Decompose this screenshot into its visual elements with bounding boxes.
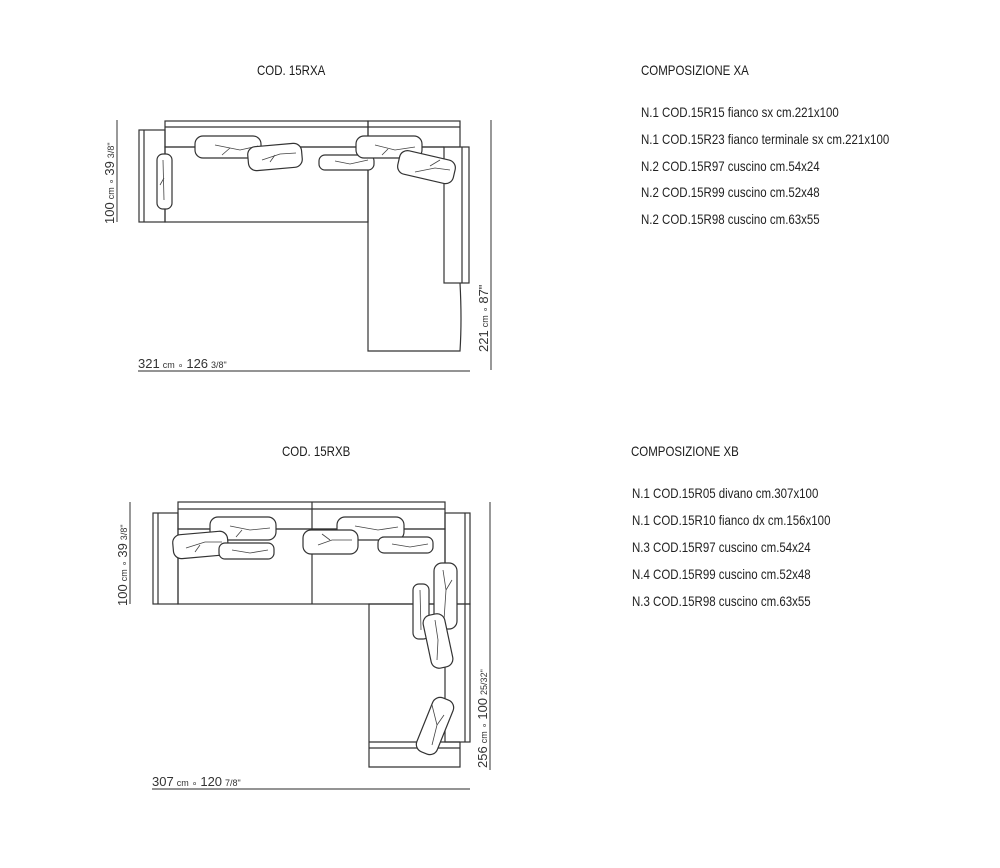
list-item: N.1 COD.15R15 fianco sx cm.221x100: [641, 104, 839, 120]
list-item: N.1 COD.15R05 divano cm.307x100: [632, 485, 819, 501]
composition-title-a: COMPOSIZIONE XA: [641, 62, 749, 78]
depth-dimension-b: 100cm∘393/8": [115, 524, 130, 606]
code-title-a: COD. 15RXA: [257, 62, 326, 78]
length-dimension-a: 221cm∘87": [476, 284, 491, 352]
length-dimension-b: 256cm∘10025/32": [475, 669, 490, 768]
list-item: N.3 COD.15R97 cuscino cm.54x24: [632, 539, 811, 555]
list-item: N.2 COD.15R99 cuscino cm.52x48: [641, 184, 820, 200]
list-item: N.2 COD.15R97 cuscino cm.54x24: [641, 158, 820, 174]
list-item: N.1 COD.15R10 fianco dx cm.156x100: [632, 512, 831, 528]
depth-dimension-a: 100cm∘393/8": [102, 142, 117, 224]
code-title-b: COD. 15RXB: [282, 443, 351, 459]
composition-title-b: COMPOSIZIONE XB: [631, 443, 739, 459]
list-item: N.3 COD.15R98 cuscino cm.63x55: [632, 593, 811, 609]
list-item: N.1 COD.15R23 fianco terminale sx cm.221…: [641, 131, 890, 147]
list-item: N.4 COD.15R99 cuscino cm.52x48: [632, 566, 811, 582]
list-item: N.2 COD.15R98 cuscino cm.63x55: [641, 211, 820, 227]
